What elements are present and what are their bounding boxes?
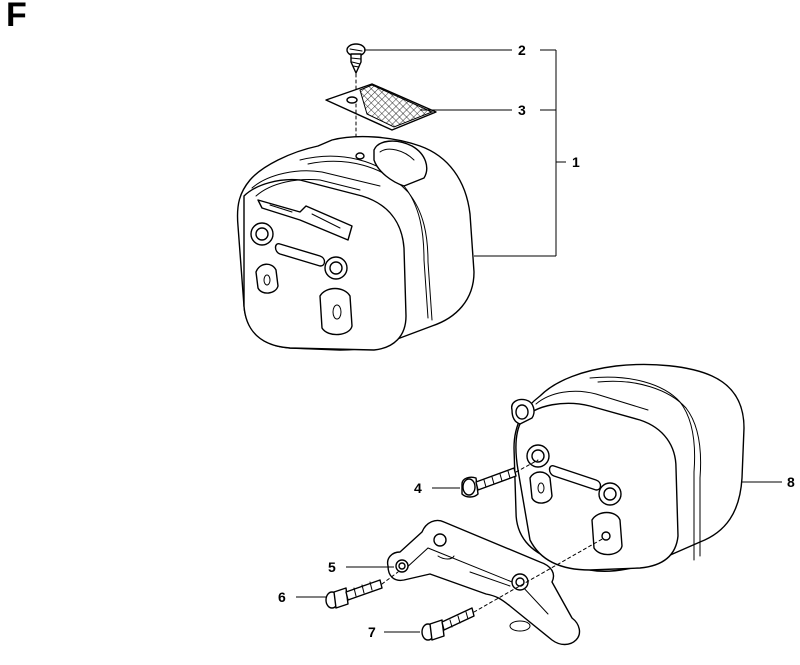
screw-part-6 (325, 579, 383, 609)
callout-2: 2 (518, 42, 526, 58)
spark-screen-part-3 (325, 83, 437, 131)
screw-4-axis (515, 459, 539, 473)
callout-6: 6 (278, 589, 286, 605)
callout-5: 5 (328, 559, 336, 575)
bracket-part-5 (386, 519, 581, 646)
screw-6-axis (381, 571, 399, 585)
leader-lines-lower (296, 481, 782, 633)
callout-7: 7 (368, 624, 376, 640)
muffler-part-8 (511, 363, 745, 572)
screw-part-7 (421, 607, 475, 641)
callout-1: 1 (572, 154, 580, 170)
section-letter: F (6, 0, 27, 34)
screw-part-2 (346, 43, 366, 74)
screw-part-4 (461, 467, 517, 498)
callout-3: 3 (518, 102, 526, 118)
callout-bracket-1 (364, 49, 566, 257)
callout-4: 4 (414, 480, 422, 496)
callout-8: 8 (787, 474, 795, 490)
screw-7-axis (473, 537, 605, 613)
muffler-part-1 (236, 135, 475, 351)
